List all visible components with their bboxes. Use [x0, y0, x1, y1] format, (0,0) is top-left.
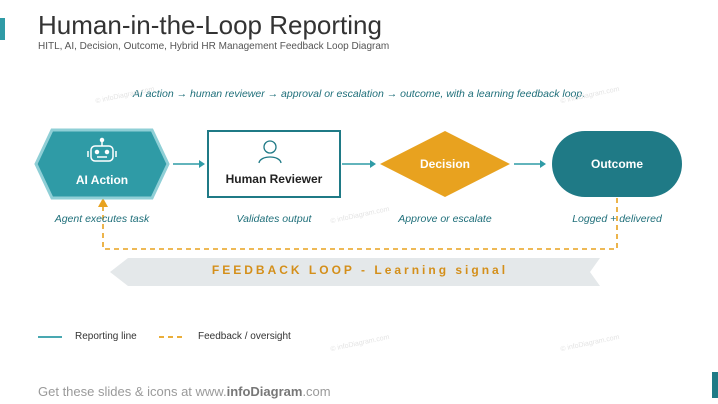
- ai-action-sublabel: Agent executes task: [54, 213, 150, 225]
- title-accent-bar: [0, 18, 5, 40]
- human-reviewer-label: Human Reviewer: [225, 172, 323, 186]
- arrowhead: [540, 160, 546, 168]
- feedback-banner-label: FEEDBACK LOOP - Learning signal: [211, 263, 509, 277]
- page-title: Human-in-the-Loop Reporting: [38, 10, 382, 40]
- diagram-caption: AI action → human reviewer → approval or…: [132, 88, 586, 100]
- feedback-loop-line: [102, 198, 618, 250]
- ai-action-node: [34, 128, 170, 200]
- outcome-label: Outcome: [590, 157, 643, 171]
- legend-feedback-label: Feedback / oversight: [198, 331, 291, 342]
- corner-accent-bar: [712, 372, 718, 398]
- page-subtitle: HITL, AI, Decision, Outcome, Hybrid HR M…: [38, 41, 390, 52]
- feedback-banner: [110, 258, 600, 286]
- legend-reporting-label: Reporting line: [75, 331, 137, 342]
- decision-node: [380, 131, 510, 197]
- footer-text: Get these slides & icons at www.infoDiag…: [38, 384, 331, 399]
- human-reviewer-node: [207, 130, 341, 198]
- decision-sublabel: Approve or escalate: [398, 213, 492, 225]
- robot-icon: [87, 137, 117, 162]
- outcome-sublabel: Logged + delivered: [572, 213, 662, 225]
- feedback-arrowhead: [98, 198, 108, 207]
- ai-action-label: AI Action: [75, 173, 129, 187]
- outcome-node: [552, 131, 682, 197]
- footer-brand: infoDiagram: [226, 384, 303, 399]
- human-reviewer-sublabel: Validates output: [236, 213, 312, 225]
- person-icon: [258, 140, 282, 164]
- arrowhead: [370, 160, 376, 168]
- decision-label: Decision: [419, 157, 470, 171]
- arrowhead: [199, 160, 205, 168]
